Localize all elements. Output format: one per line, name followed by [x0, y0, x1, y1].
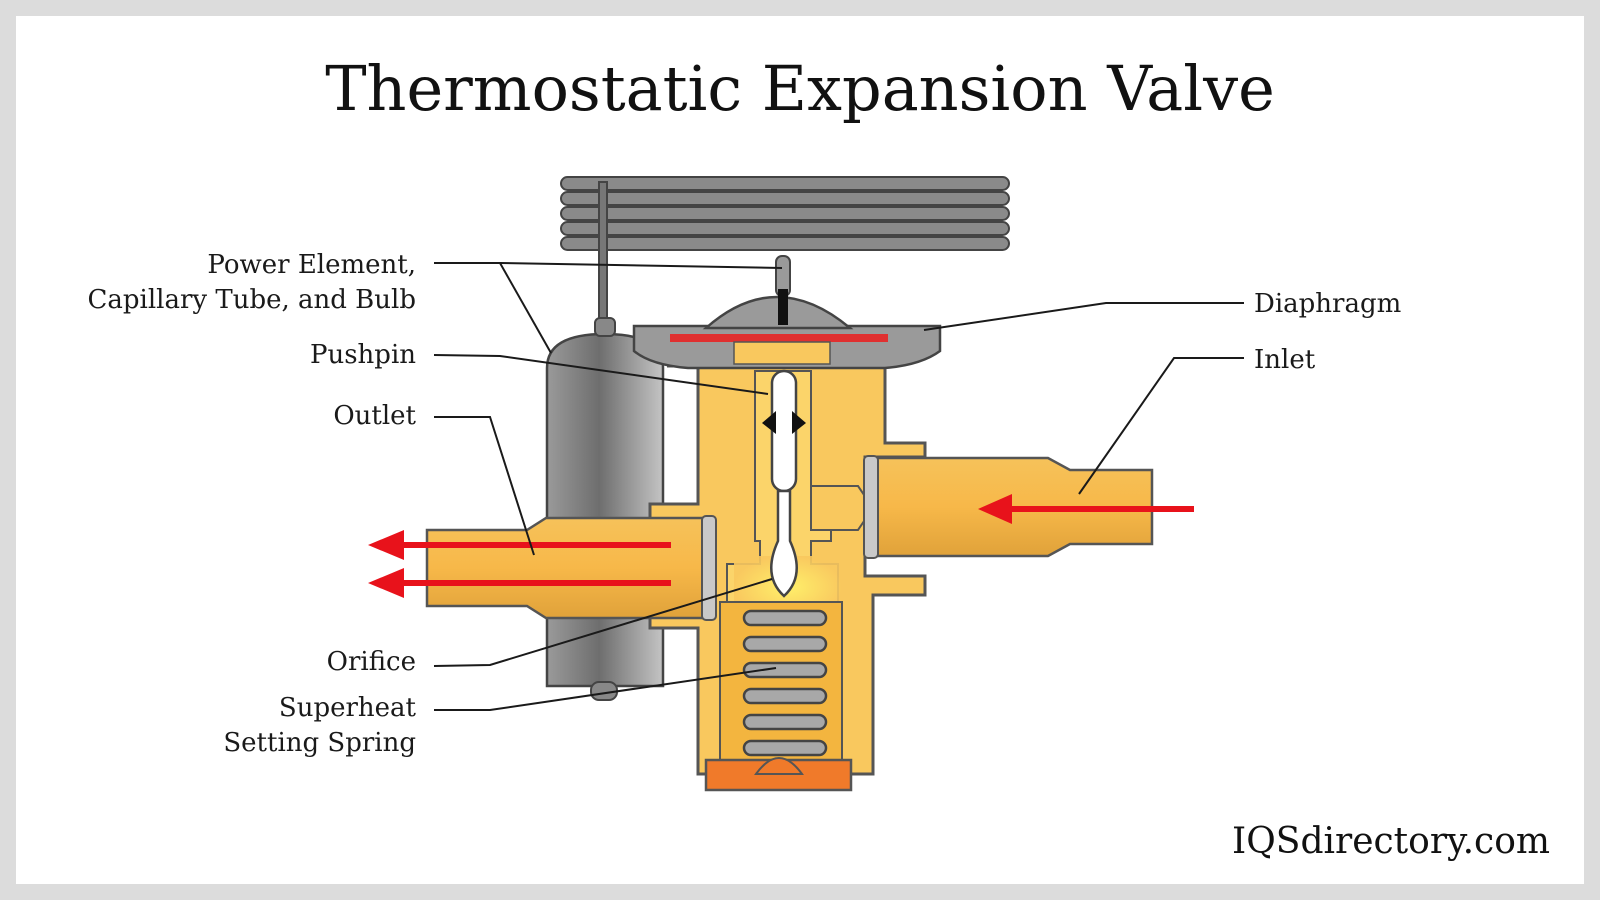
label-power-element-line1: Power Element, — [207, 250, 416, 280]
outlet-flow-arrow-upper — [368, 530, 671, 560]
label-inlet: Inlet — [1254, 345, 1316, 375]
outlet-flow-arrow-lower — [368, 568, 671, 598]
superheat-spring — [742, 609, 828, 757]
capillary-coil — [560, 176, 1010, 329]
diaphragm-plate — [670, 334, 888, 342]
inlet-flow-arrow — [978, 494, 1194, 524]
valve-diagram: Thermostatic Expansion Valve — [88, 52, 1550, 862]
power-element-head — [632, 255, 942, 370]
label-outlet: Outlet — [333, 401, 416, 431]
page-title: Thermostatic Expansion Valve — [325, 52, 1275, 125]
label-spring-line1: Superheat — [279, 693, 417, 723]
label-power-element-line2: Capillary Tube, and Bulb — [88, 285, 416, 315]
outlet-pipe — [425, 515, 717, 621]
label-spring-line2: Setting Spring — [223, 728, 416, 758]
label-diaphragm: Diaphragm — [1254, 289, 1401, 319]
label-pushpin: Pushpin — [310, 340, 416, 370]
label-orifice: Orifice — [327, 647, 416, 677]
leader-lines — [433, 262, 1244, 711]
brand-watermark: IQSdirectory.com — [1232, 821, 1550, 862]
pushpin — [762, 369, 806, 598]
diagram-canvas: Thermostatic Expansion Valve — [16, 16, 1584, 884]
